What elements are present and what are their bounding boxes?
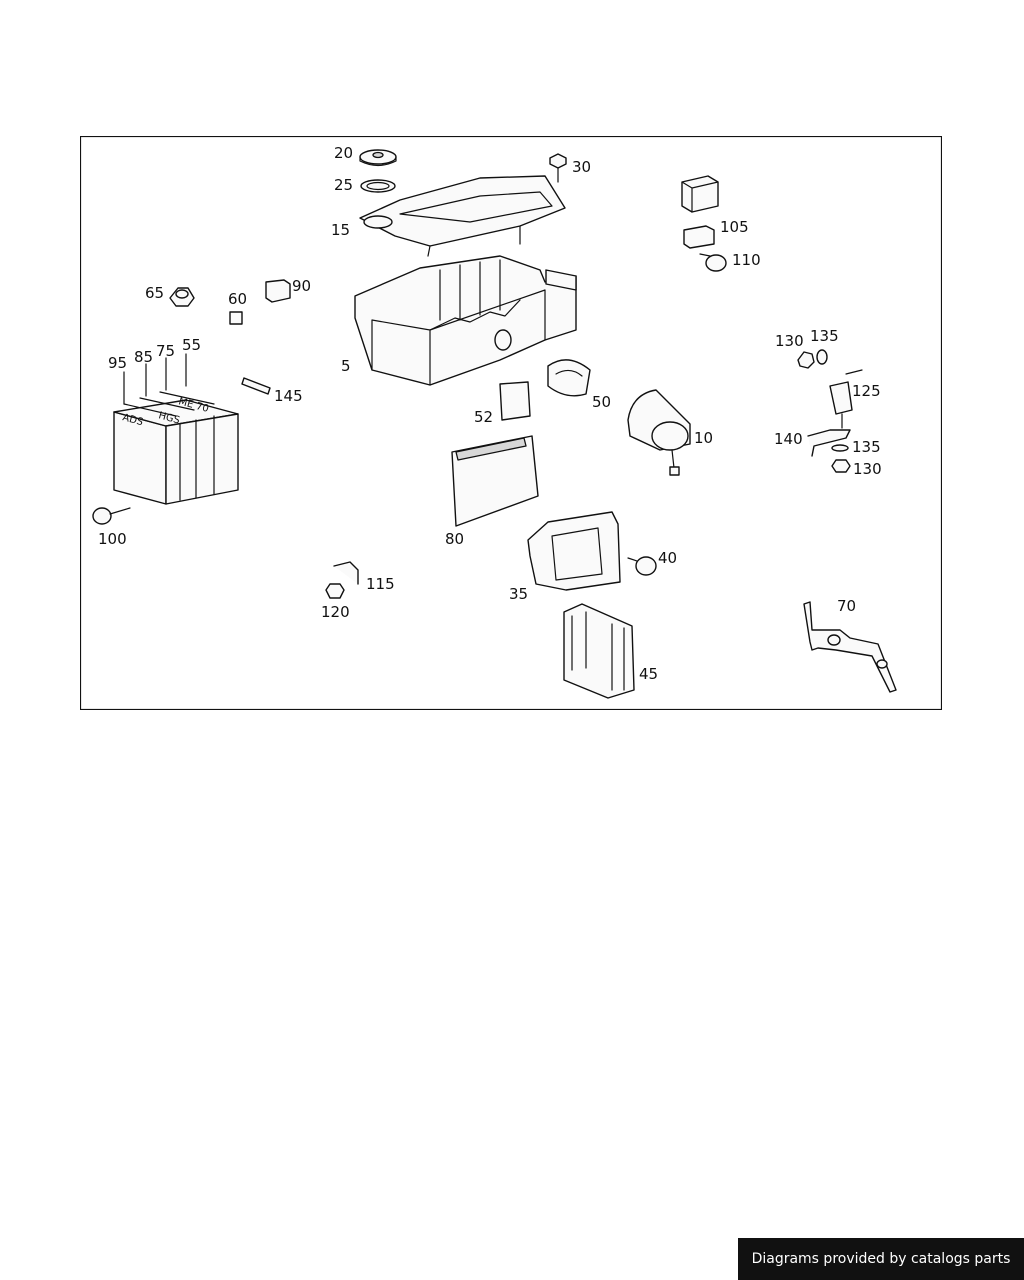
part-70-mounting-plate (803, 601, 897, 693)
part-105-relay (681, 175, 719, 249)
callout-135-bottom: 135 (852, 438, 881, 456)
part-135-washer-top (816, 349, 828, 365)
callout-40: 40 (658, 549, 677, 567)
callout-70: 70 (837, 597, 856, 615)
callout-110: 110 (732, 251, 761, 269)
callout-60: 60 (228, 290, 247, 308)
callout-5: 5 (341, 357, 351, 375)
callout-65: 65 (145, 284, 164, 302)
callout-140: 140 (774, 430, 803, 448)
part-10-blower-motor (627, 389, 691, 476)
callout-85: 85 (134, 348, 153, 366)
part-52-module (499, 381, 531, 421)
callout-20: 20 (334, 144, 353, 162)
footer-credit-banner: Diagrams provided by catalogs parts (738, 1238, 1024, 1280)
part-65-nut (169, 287, 195, 307)
callout-35: 35 (509, 585, 528, 603)
part-130-nut-bottom (831, 459, 851, 473)
part-115-clip (333, 561, 359, 585)
callout-75: 75 (156, 342, 175, 360)
module-marking-ads: ADS (121, 412, 144, 428)
callout-135-top: 135 (810, 327, 839, 345)
callout-125: 125 (852, 382, 881, 400)
callout-95: 95 (108, 354, 127, 372)
callout-115: 115 (366, 575, 395, 593)
part-5-housing (354, 255, 577, 386)
callout-145: 145 (274, 387, 303, 405)
part-120-nut (325, 583, 345, 599)
callout-50: 50 (592, 393, 611, 411)
part-35-bracket (527, 511, 621, 591)
callout-90: 90 (292, 277, 311, 295)
part-95-85-75-55-module-stack: ADS HGS ME 70 (113, 353, 239, 505)
part-125-sensor (829, 369, 863, 429)
callout-10: 10 (694, 429, 713, 447)
part-40-bolt (627, 556, 657, 576)
callout-100: 100 (98, 530, 127, 548)
callout-45: 45 (639, 665, 658, 683)
part-140-bracket (807, 429, 851, 457)
parts-diagram: ADS HGS ME 70 20 (80, 136, 942, 710)
callout-52: 52 (474, 408, 493, 426)
module-marking-hgs: HGS (157, 410, 181, 426)
callout-80: 80 (445, 530, 464, 548)
part-50-clamp (547, 359, 591, 397)
callout-130-bottom: 130 (853, 460, 882, 478)
callout-55: 55 (182, 336, 201, 354)
part-20-cap (359, 149, 397, 167)
part-25-seal-ring (360, 179, 396, 193)
part-145-connector (241, 377, 271, 395)
part-30-bolt (549, 153, 567, 183)
part-135-washer-bottom (831, 444, 849, 452)
part-60-small-relay (229, 311, 243, 325)
callout-25: 25 (334, 176, 353, 194)
callout-130-top: 130 (775, 332, 804, 350)
part-110-bolt (699, 253, 727, 272)
callout-30: 30 (572, 158, 591, 176)
part-100-screw (92, 507, 131, 525)
part-45-holder (563, 603, 635, 699)
part-80-control-unit (451, 435, 539, 527)
callout-15: 15 (331, 221, 350, 239)
part-130-nut-top (797, 351, 815, 369)
part-15-cover (359, 175, 566, 257)
callout-105: 105 (720, 218, 749, 236)
footer-credit-text: Diagrams provided by catalogs parts (751, 1251, 1011, 1267)
part-90-relay (265, 279, 291, 303)
callout-120: 120 (321, 603, 350, 621)
